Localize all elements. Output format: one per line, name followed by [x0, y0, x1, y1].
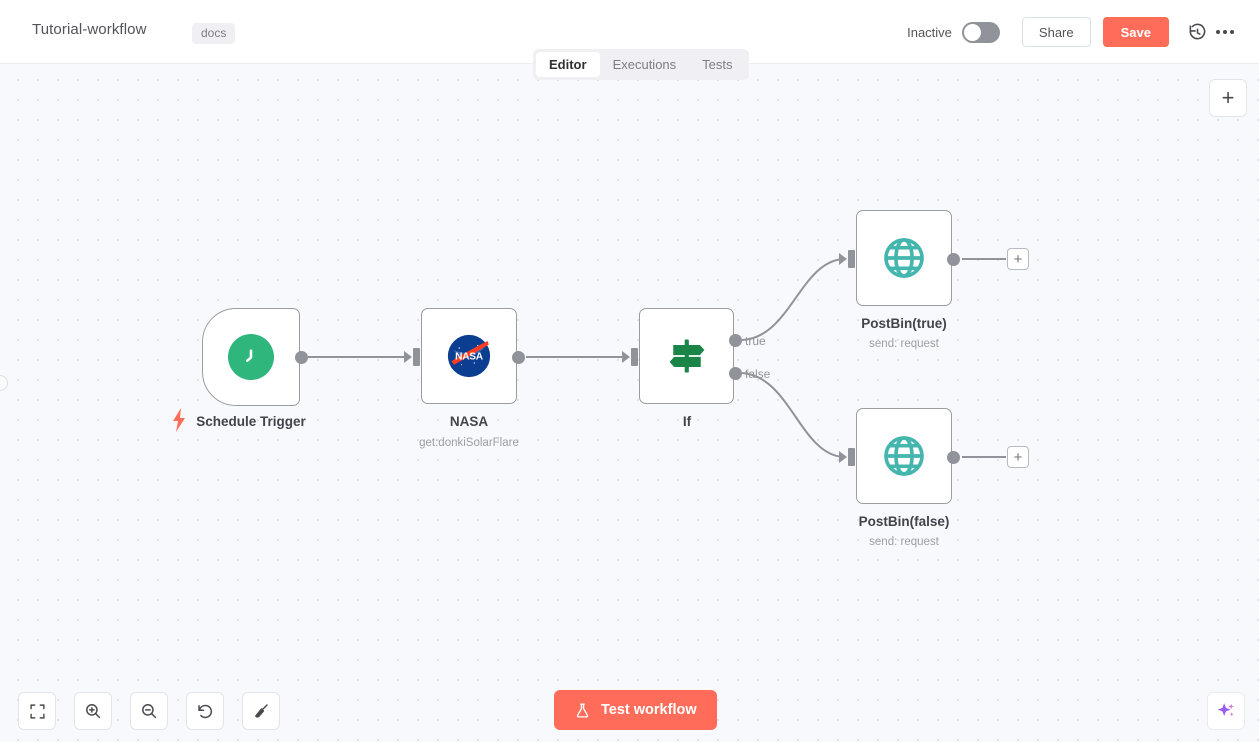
canvas-toolbar	[18, 692, 280, 730]
port-out-nasa[interactable]	[512, 351, 525, 364]
ellipsis-icon[interactable]	[1211, 18, 1239, 46]
magnifier-plus-icon[interactable]	[74, 692, 112, 730]
share-button[interactable]: Share	[1021, 17, 1091, 47]
activate-toggle[interactable]	[961, 21, 1000, 43]
port-in-arrow-nasa	[404, 351, 412, 363]
globe-icon	[881, 433, 927, 479]
clock-icon	[228, 334, 274, 380]
tab-tests[interactable]: Tests	[702, 57, 733, 72]
workflow-canvas[interactable]: Schedule Trigger NASA NASA get:donkiSola…	[0, 64, 1259, 742]
signpost-icon	[665, 334, 709, 378]
svg-text:NASA: NASA	[455, 352, 484, 363]
undo-icon[interactable]	[186, 692, 224, 730]
sidebar-collapse-handle[interactable]	[0, 375, 8, 391]
port-in-arrow-if	[622, 351, 630, 363]
sparkle-icon[interactable]	[1207, 692, 1245, 730]
node-subtitle-postbin-false: send: request	[869, 536, 939, 548]
history-icon[interactable]	[1183, 18, 1211, 46]
flask-icon	[574, 702, 591, 719]
connection-edges	[308, 258, 1006, 458]
port-in-if[interactable]	[631, 348, 638, 366]
node-label-schedule-trigger: Schedule Trigger	[196, 414, 306, 429]
port-label-false: false	[745, 367, 771, 381]
workflow-activator[interactable]: Inactive	[907, 21, 1000, 43]
port-in-arrow-postbin-true	[839, 253, 847, 265]
node-subtitle-postbin-true: send: request	[869, 338, 939, 350]
add-node-after-postbin-true[interactable]: +	[1007, 248, 1029, 270]
port-in-postbin-false[interactable]	[848, 448, 855, 466]
port-label-true: true	[745, 334, 766, 348]
nasa-logo-icon: NASA	[447, 334, 491, 378]
tab-editor[interactable]: Editor	[536, 52, 600, 77]
magnifier-minus-icon[interactable]	[130, 692, 168, 730]
node-postbin-true[interactable]	[856, 210, 952, 306]
activator-label: Inactive	[907, 24, 952, 40]
workflow-tabs: Editor Executions Tests	[533, 49, 749, 80]
fit-screen-icon[interactable]	[18, 692, 56, 730]
port-in-postbin-true[interactable]	[848, 250, 855, 268]
node-label-if: If	[682, 414, 692, 429]
node-nasa[interactable]: NASA	[421, 308, 517, 404]
save-button[interactable]: Save	[1102, 17, 1169, 47]
test-workflow-button[interactable]: Test workflow	[554, 690, 717, 730]
add-node-button[interactable]: +	[1209, 79, 1247, 117]
node-if[interactable]	[639, 308, 734, 404]
globe-icon	[881, 235, 927, 281]
port-out-postbin-true[interactable]	[947, 253, 960, 266]
add-node-after-postbin-false[interactable]: +	[1007, 446, 1029, 468]
trigger-bolt-icon	[171, 408, 187, 432]
port-out-if-true[interactable]	[729, 334, 742, 347]
node-label-postbin-true: PostBin(true)	[861, 316, 947, 331]
tab-executions[interactable]: Executions	[612, 57, 677, 72]
header-actions: Inactive Share Save	[907, 0, 1239, 64]
port-in-nasa[interactable]	[413, 348, 420, 366]
toggle-knob	[963, 23, 981, 41]
broom-icon[interactable]	[242, 692, 280, 730]
test-workflow-label: Test workflow	[601, 702, 697, 718]
workflow-tag-docs[interactable]: docs	[192, 23, 236, 44]
port-out-if-false[interactable]	[729, 367, 742, 380]
port-out-postbin-false[interactable]	[947, 451, 960, 464]
port-out-schedule-trigger[interactable]	[295, 351, 308, 364]
node-label-nasa: NASA	[449, 414, 489, 429]
app-header: Tutorial-workflow docs Inactive Share Sa…	[0, 0, 1259, 64]
port-in-arrow-postbin-false	[839, 451, 847, 463]
node-schedule-trigger[interactable]	[202, 308, 300, 406]
node-postbin-false[interactable]	[856, 408, 952, 504]
node-subtitle-nasa: get:donkiSolarFlare	[419, 437, 519, 449]
node-label-postbin-false: PostBin(false)	[858, 514, 950, 529]
workflow-title[interactable]: Tutorial-workflow	[32, 21, 147, 38]
